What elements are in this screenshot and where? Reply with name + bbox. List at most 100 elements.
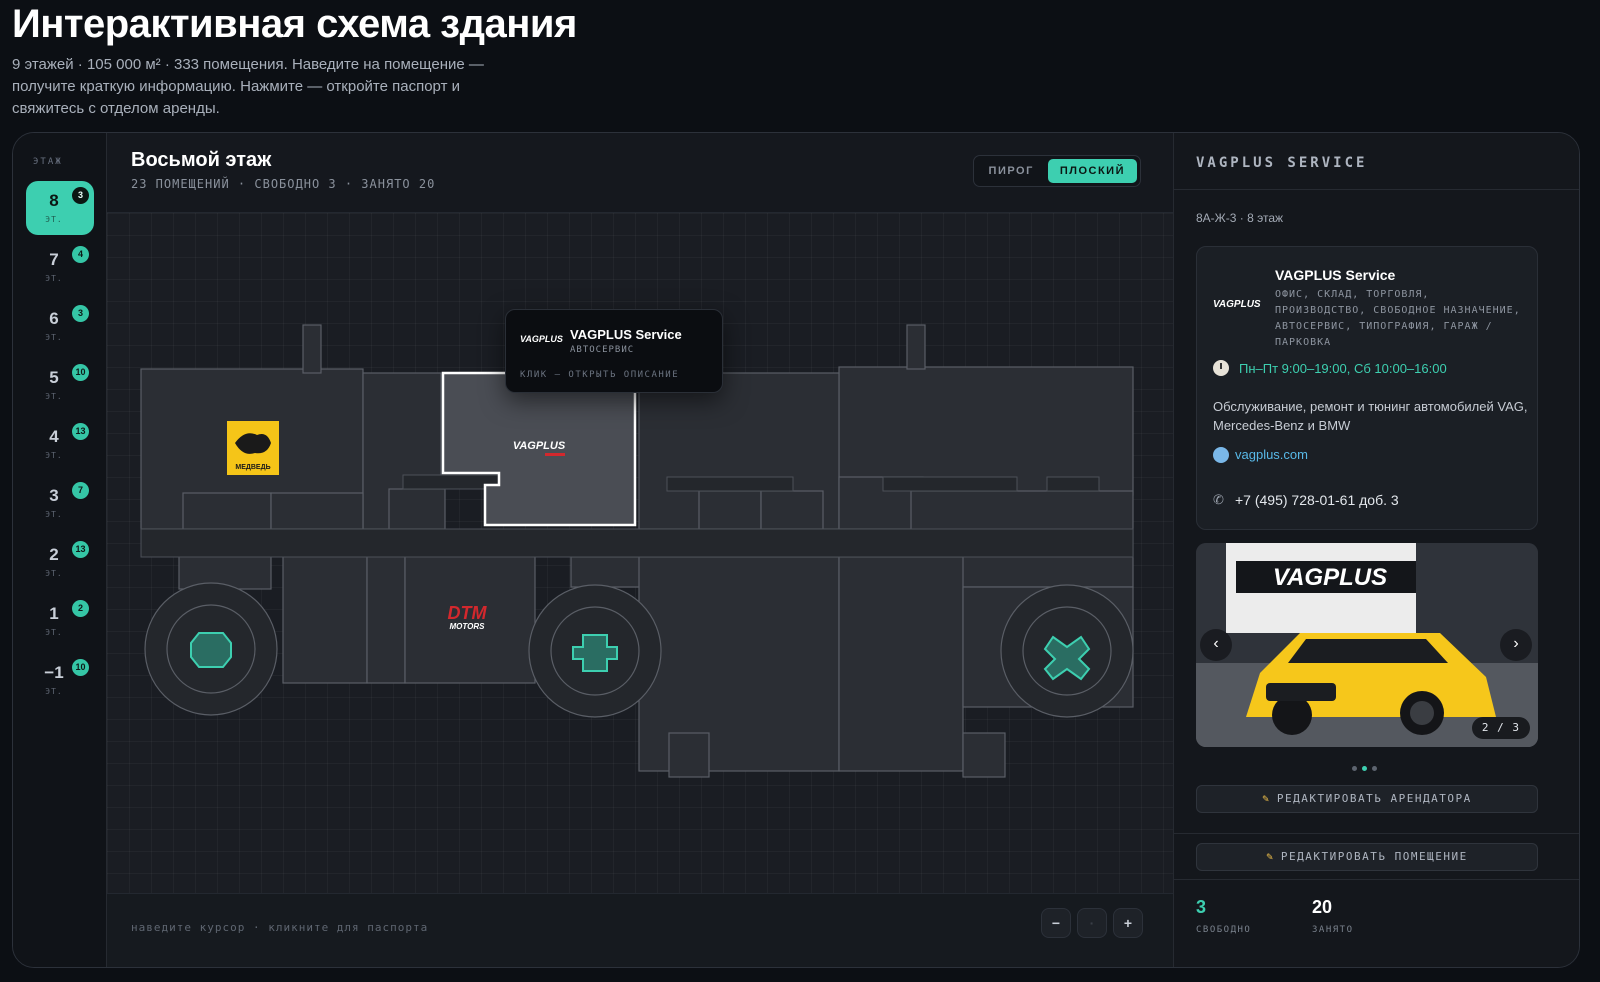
room[interactable] [962,732,1006,778]
page-subtitle: 9 этажей · 105 000 м² · 333 помещения. Н… [12,56,484,117]
pencil-icon: ✎ [1262,792,1269,805]
floor-suffix: ЭТ. [45,510,63,519]
photo-counter: 2 / 3 [1471,717,1530,739]
room[interactable] [182,492,272,530]
page-header: Интерактивная схема здания 9 этажей · 10… [12,0,612,120]
tenant-logo-dtm: DTM [448,603,488,623]
room[interactable] [698,490,762,530]
gallery-dots [1352,766,1377,771]
zoom-in-button[interactable]: + [1113,908,1143,938]
tenant-phone[interactable]: +7 (495) 728-01-61 доб. 3 [1235,492,1399,508]
tooltip-hint: КЛИК — ОТКРЫТЬ ОПИСАНИЕ [520,370,680,380]
floor-suffix: ЭТ. [45,215,63,224]
room[interactable] [270,492,364,530]
photo-next-button[interactable]: › [1500,629,1532,661]
floor-number: 8 [49,191,59,210]
floor-free-badge: 10 [72,659,89,676]
room[interactable] [366,552,406,684]
busy-label: ЗАНЯТО [1312,925,1354,935]
floor-stats: 23 ПОМЕЩЕНИЙ · СВОБОДНО 3 · ЗАНЯТО 20 [131,177,436,191]
room[interactable] [838,556,964,772]
elevator-icon [572,634,618,672]
room[interactable] [906,324,926,370]
edit-room-button[interactable]: ✎РЕДАКТИРОВАТЬ ПОМЕЩЕНИЕ [1196,843,1538,871]
photo-prev-button[interactable]: ‹ [1200,629,1232,661]
gallery-dot[interactable] [1372,766,1377,771]
room[interactable] [404,552,536,684]
free-label: СВОБОДНО [1196,925,1252,935]
floor-free-badge: 13 [72,541,89,558]
floor-number: −1 [44,663,64,682]
floor-suffix: ЭТ. [45,569,63,578]
tenant-photo-gallery[interactable]: VAGPLUS ‹ › 2 / 3 [1196,543,1538,747]
floor-number: 2 [49,545,59,564]
floor-number: 3 [49,486,59,505]
tenant-logo: VAGPLUS [1213,299,1261,310]
gallery-dot[interactable] [1362,766,1367,771]
plan-hint: наведите курсор · кликните для паспорта [131,921,429,934]
photo-sign: VAGPLUS [1273,564,1387,591]
floor-number: 6 [49,309,59,328]
view-mode-switch: ПИРОГ ПЛОСКИЙ [972,155,1141,187]
gallery-dot[interactable] [1352,766,1357,771]
clock-icon [1213,360,1229,376]
floor-suffix: ЭТ. [45,333,63,342]
tenant-hours: Пн–Пт 9:00–19:00, Сб 10:00–16:00 [1239,361,1447,376]
corridor [1046,476,1100,492]
room[interactable] [570,556,642,588]
floor-number: 1 [49,604,59,623]
floor-title: Восьмой этаж [131,149,272,171]
zoom-out-button[interactable]: − [1041,908,1071,938]
tooltip-category: АВТОСЕРВИС [570,345,635,355]
floor-free-badge: 13 [72,423,89,440]
edit-tenant-label: РЕДАКТИРОВАТЬ АРЕНДАТОРА [1276,792,1472,805]
room-tooltip: VAGPLUS VAGPLUS Service АВТОСЕРВИС КЛИК … [505,309,723,393]
tenant-panel: VAGPLUS SERVICE 8А-Ж-3 · 8 этаж VAGPLUS … [1173,133,1579,967]
room[interactable] [178,552,272,590]
corridor [140,528,1134,558]
mode-pie-button[interactable]: ПИРОГ [988,165,1034,177]
room[interactable] [838,366,1134,496]
mode-flat-button[interactable]: ПЛОСКИЙ [1047,159,1137,183]
phone-icon: ✆ [1213,492,1224,507]
room[interactable] [668,732,710,778]
tenant-categories: ОФИС, СКЛАД, ТОРГОВЛЯ, ПРОИЗВОДСТВО, СВО… [1275,289,1521,348]
elevator-icon [1043,635,1091,681]
floor-plan[interactable]: МЕДВЕДЬ VAGPLUS DTM MOTORS VAGPLUS VAGPL… [107,213,1173,893]
room[interactable] [760,490,824,530]
floor-number: 7 [49,250,59,269]
globe-icon [1213,447,1229,463]
corridor [882,476,1018,492]
corridor [666,476,794,492]
selected-room-vagplus[interactable] [441,371,637,527]
room[interactable] [302,324,322,374]
divider [1174,879,1579,880]
edit-tenant-button[interactable]: ✎ РЕДАКТИРОВАТЬ АРЕНДАТОРА [1196,785,1538,813]
floor-suffix: ЭТ. [45,451,63,460]
free-count: 3 [1196,897,1207,917]
plan-footer: наведите курсор · кликните для паспорта … [107,893,1173,967]
floor-plan-drawing: МЕДВЕДЬ VAGPLUS DTM MOTORS [140,324,1134,778]
panel-title: VAGPLUS SERVICE [1196,155,1368,171]
room[interactable] [388,488,446,530]
zoom-reset-button[interactable]: · [1077,908,1107,938]
room[interactable] [282,552,368,684]
floor-number: 4 [49,427,59,446]
tenant-name: VAGPLUS Service [1275,267,1396,283]
tenant-website-link[interactable]: vagplus.com [1235,447,1308,462]
floor-suffix: ЭТ. [45,392,63,401]
tenant-logo-vagplus: VAGPLUS [513,440,566,452]
tooltip-logo: VAGPLUS [520,334,563,344]
tenant-logo-dtm-sub: MOTORS [450,622,486,631]
